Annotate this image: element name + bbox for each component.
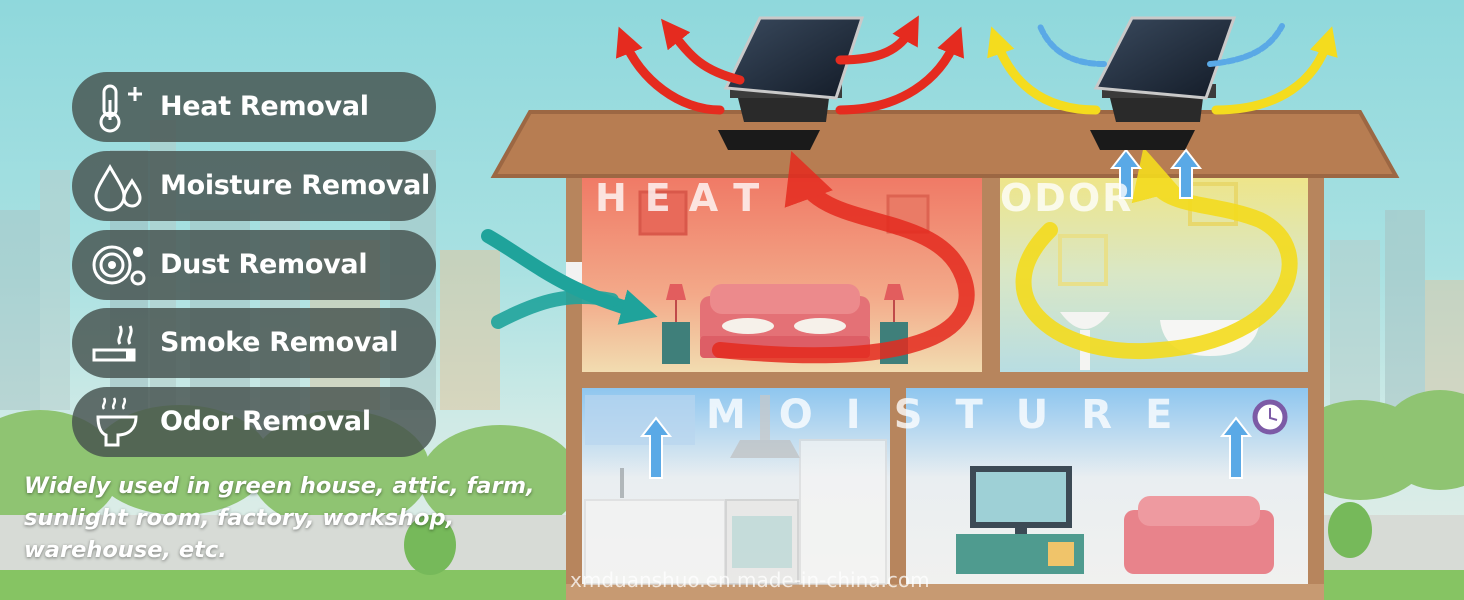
solar-fan-left <box>718 16 865 150</box>
heat-room-label: HEAT <box>595 176 778 220</box>
odor-flow-arrow <box>1015 147 1298 360</box>
dust-particles-icon <box>92 245 146 286</box>
heat-flow-arrow <box>712 150 975 364</box>
cigarette-smoke-icon <box>92 325 136 362</box>
feature-heat-removal: Heat Removal <box>72 72 436 142</box>
feature-label: Smoke Removal <box>160 327 399 358</box>
feature-label: Odor Removal <box>160 406 371 437</box>
thermometer-plus-icon <box>99 84 142 133</box>
feature-label: Dust Removal <box>160 249 368 280</box>
moisture-room-label: MOISTURE <box>706 392 1206 438</box>
solar-fan-right <box>1090 16 1237 150</box>
usage-description: Widely used in green house, attic, farm,… <box>24 473 535 563</box>
feature-moisture-removal: Moisture Removal <box>72 151 436 221</box>
roof <box>494 112 1396 176</box>
water-drops-icon <box>94 163 142 212</box>
exhaust-arrows-moisture <box>1037 23 1285 67</box>
exhaust-arrows-odor <box>987 26 1338 115</box>
kitchen-fixtures <box>584 395 887 585</box>
feature-label: Moisture Removal <box>160 170 430 201</box>
exhaust-arrows-heat <box>615 15 965 115</box>
feature-dust-removal: Dust Removal <box>72 230 436 300</box>
bedroom-furniture <box>638 190 930 364</box>
toilet-odor-icon <box>96 397 138 447</box>
living-room-furniture <box>956 399 1288 574</box>
feature-odor-removal: Odor Removal <box>72 387 436 457</box>
feature-label: Heat Removal <box>160 91 369 122</box>
odor-room-label: ODOR <box>1000 176 1134 220</box>
moisture-arrows <box>639 148 1253 479</box>
watermark: xmduanshuo.en.made-in-china.com <box>570 568 930 592</box>
feature-smoke-removal: Smoke Removal <box>72 308 436 378</box>
